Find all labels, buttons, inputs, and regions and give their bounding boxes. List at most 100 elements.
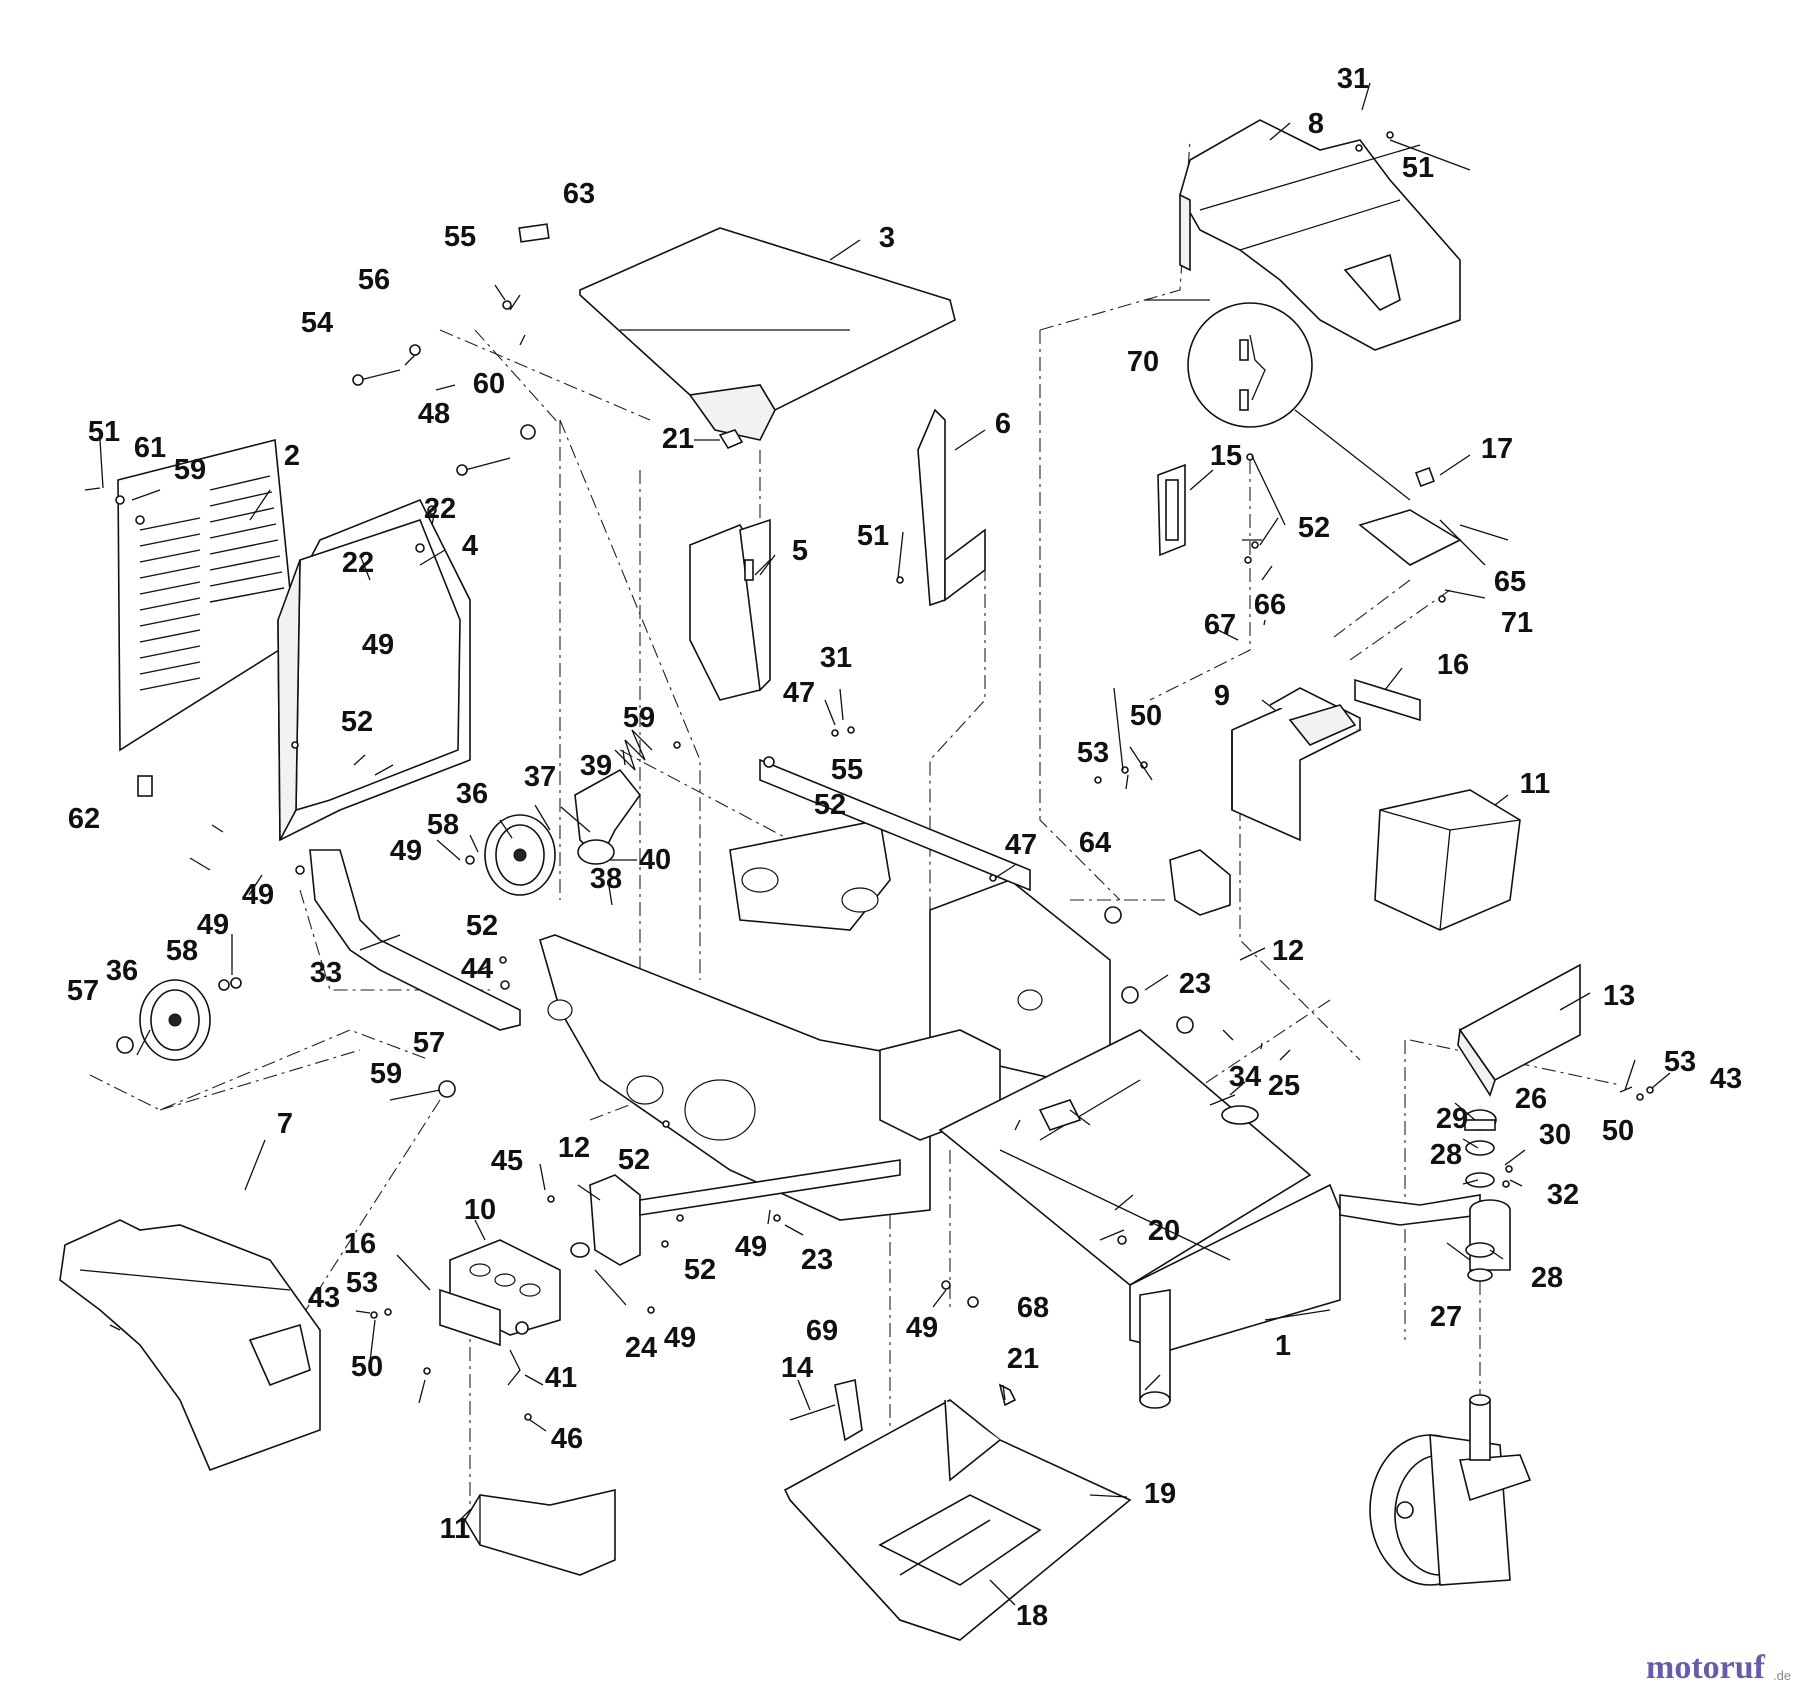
callout-11a: 11 bbox=[1520, 768, 1551, 800]
part-5-bracket bbox=[689, 518, 771, 701]
callout-59a: 59 bbox=[174, 454, 206, 486]
callout-40: 40 bbox=[639, 844, 671, 876]
part-12-bracket-right bbox=[1169, 849, 1231, 916]
callout-49c: 49 bbox=[242, 879, 274, 911]
watermark: motoruf .de bbox=[1646, 1649, 1791, 1686]
callout-16a: 16 bbox=[1437, 649, 1469, 681]
part-16-strip-left bbox=[439, 1288, 501, 1347]
part-37-idler-arm bbox=[574, 729, 653, 865]
callout-46: 46 bbox=[551, 1423, 583, 1455]
callout-53a: 53 bbox=[1077, 737, 1109, 769]
watermark-suffix: .de bbox=[1773, 1668, 1791, 1683]
callout-49a: 49 bbox=[362, 629, 394, 661]
callout-57a: 57 bbox=[67, 975, 99, 1007]
callout-12a: 12 bbox=[1272, 935, 1304, 967]
callout-2: 2 bbox=[284, 440, 300, 472]
callout-51c: 51 bbox=[857, 520, 889, 552]
callout-34: 34 bbox=[1229, 1061, 1261, 1093]
callout-49e: 49 bbox=[735, 1231, 767, 1263]
callout-52d: 52 bbox=[466, 910, 498, 942]
callout-33: 33 bbox=[310, 957, 342, 989]
callout-44: 44 bbox=[461, 953, 493, 985]
part-36-pulley-upper bbox=[484, 814, 556, 896]
callout-48: 48 bbox=[418, 398, 450, 430]
callout-39: 39 bbox=[580, 750, 612, 782]
part-36-pulley-lower bbox=[116, 979, 211, 1061]
callout-59c: 59 bbox=[370, 1058, 402, 1090]
callout-69: 69 bbox=[806, 1315, 838, 1347]
part-12-bracket-left bbox=[589, 1174, 641, 1266]
part-1-front-frame bbox=[938, 1029, 1511, 1409]
callout-49b: 49 bbox=[390, 835, 422, 867]
callout-28b: 28 bbox=[1531, 1262, 1563, 1294]
callout-26: 26 bbox=[1515, 1083, 1547, 1115]
callout-1: 1 bbox=[1275, 1330, 1291, 1362]
callout-38: 38 bbox=[590, 863, 622, 895]
callout-67: 67 bbox=[1204, 609, 1236, 641]
callout-64: 64 bbox=[1079, 827, 1111, 859]
part-65-plate bbox=[1358, 467, 1462, 566]
main-frame bbox=[539, 758, 1111, 1221]
callout-53b: 53 bbox=[1664, 1046, 1696, 1078]
callout-9: 9 bbox=[1214, 680, 1230, 712]
callout-71: 71 bbox=[1501, 607, 1533, 639]
caster-hardware-stack bbox=[1463, 1109, 1497, 1282]
callout-50c: 50 bbox=[351, 1351, 383, 1383]
part-21-knob-lower bbox=[998, 1383, 1017, 1407]
callout-25: 25 bbox=[1268, 1070, 1300, 1102]
callout-19: 19 bbox=[1144, 1478, 1176, 1510]
part-7-fender bbox=[59, 1219, 321, 1472]
callout-3: 3 bbox=[879, 222, 895, 254]
callout-37: 37 bbox=[524, 761, 556, 793]
callout-70: 70 bbox=[1127, 346, 1159, 378]
part-14-bolt bbox=[789, 1404, 836, 1421]
callout-21b: 21 bbox=[1007, 1343, 1039, 1375]
callout-52c: 52 bbox=[814, 789, 846, 821]
callout-45: 45 bbox=[491, 1145, 523, 1177]
callout-60: 60 bbox=[473, 368, 505, 400]
callout-5: 5 bbox=[792, 535, 808, 567]
callout-36a: 36 bbox=[456, 778, 488, 810]
part-4-frame bbox=[277, 498, 471, 842]
callout-24: 24 bbox=[625, 1332, 657, 1364]
part-9-box bbox=[1231, 687, 1362, 842]
callout-52a: 52 bbox=[341, 706, 373, 738]
callout-29: 29 bbox=[1436, 1103, 1468, 1135]
callout-50a: 50 bbox=[1130, 700, 1162, 732]
callout-51b: 51 bbox=[1402, 152, 1434, 184]
callout-30: 30 bbox=[1539, 1119, 1571, 1151]
callout-31a: 31 bbox=[1337, 63, 1369, 95]
callout-23a: 23 bbox=[1179, 968, 1211, 1000]
callout-10: 10 bbox=[464, 1194, 496, 1226]
part-16-strip-right bbox=[1354, 678, 1421, 722]
caster-wheel bbox=[1369, 1394, 1532, 1586]
callout-8: 8 bbox=[1308, 108, 1324, 140]
callout-49d: 49 bbox=[197, 909, 229, 941]
callouts: 1 2 3 4 5 6 7 8 9 10 11 11 12 12 13 14 1… bbox=[67, 63, 1742, 1632]
part-2-louvered-panel bbox=[117, 438, 296, 797]
callout-62: 62 bbox=[68, 803, 100, 835]
callout-58b: 58 bbox=[166, 935, 198, 967]
callout-49g: 49 bbox=[906, 1312, 938, 1344]
part-33-bracket bbox=[309, 849, 521, 1031]
callout-22b: 22 bbox=[342, 547, 374, 579]
part-3-top-cover bbox=[518, 223, 956, 441]
callout-16b: 16 bbox=[344, 1228, 376, 1260]
part-11-box-left bbox=[464, 1488, 616, 1576]
callout-43a: 43 bbox=[1710, 1063, 1742, 1095]
callout-58a: 58 bbox=[427, 809, 459, 841]
callout-63: 63 bbox=[563, 178, 595, 210]
callout-65: 65 bbox=[1494, 566, 1526, 598]
callout-28a: 28 bbox=[1430, 1139, 1462, 1171]
hardware-fasteners bbox=[84, 131, 1654, 1421]
part-21-knob-upper bbox=[718, 429, 744, 450]
callout-47a: 47 bbox=[783, 677, 815, 709]
callout-14: 14 bbox=[781, 1352, 813, 1384]
callout-49f: 49 bbox=[664, 1322, 696, 1354]
callout-7: 7 bbox=[277, 1108, 293, 1140]
callout-55b: 55 bbox=[831, 754, 863, 786]
callout-22a: 22 bbox=[424, 493, 456, 525]
callout-52b: 52 bbox=[1298, 512, 1330, 544]
part-70-detail-circle bbox=[1187, 302, 1411, 501]
callout-17: 17 bbox=[1481, 433, 1513, 465]
